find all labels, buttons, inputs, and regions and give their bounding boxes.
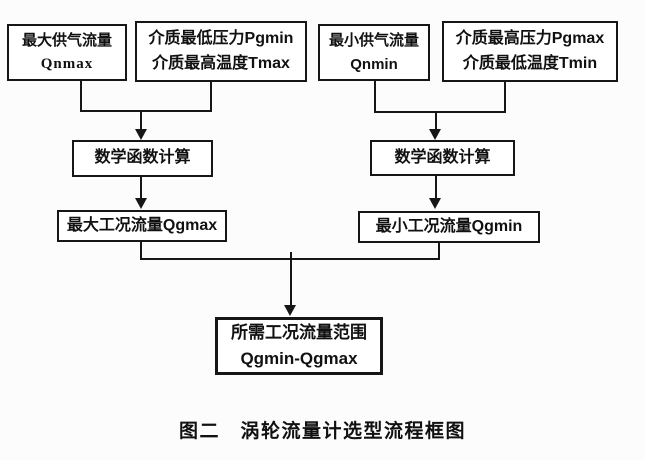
node-result-line2: Qgmin-Qgmax [240,349,358,368]
node-pgmax-tmin-line1: 介质最高压力Pgmax [455,29,605,47]
connector-left-merge-line [80,110,212,112]
node-qnmax-line1: 最大供气流量 [21,32,112,50]
node-qgmax: 最大工况流量Qgmax [57,210,227,242]
node-qnmax: 最大供气流量 Qnmax [7,24,127,81]
node-pgmin-tmax-line2: 介质最高温度Tmax [152,54,290,72]
node-pgmin-tmax-line1: 介质最低压力Pgmin [148,29,294,47]
connector-left-merge-arrow-shaft [140,112,142,130]
arrow-down-icon [429,129,441,140]
connector-right-merge-line [374,111,506,113]
node-result-line1: 所需工况流量范围 [231,322,367,342]
connector-qgmin-drop-line [438,243,440,260]
node-qgmin-label: 最小工况流量Qgmin [375,217,523,235]
connector-calc-left-arrow-shaft [140,177,142,198]
arrow-down-icon [135,129,147,140]
connector-pgmax-tmin-drop-line [504,82,506,113]
arrow-down-icon [284,305,296,316]
node-qnmin-line2: Qnmin [350,55,398,73]
connector-qnmin-drop-line [374,80,376,113]
node-result: 所需工况流量范围 Qgmin-Qgmax [215,317,383,375]
figure-caption: 图二 涡轮流量计选型流程框图 [178,421,466,442]
node-calc-left: 数学函数计算 [72,140,213,177]
connector-result-arrow-shaft [290,252,292,306]
node-qnmin: 最小供气流量 Qnmin [318,24,430,81]
node-qnmax-line2: Qnmax [40,55,94,72]
node-qnmin-line1: 最小供气流量 [328,32,419,50]
connector-pgmin-tmax-drop-line [210,82,212,112]
connector-right-merge-arrow-shaft [435,113,437,129]
node-qgmax-label: 最大工况流量Qgmax [66,216,218,234]
arrow-down-icon [135,198,147,209]
node-calc-right: 数学函数计算 [370,140,515,176]
connector-qgmax-drop-line [140,242,142,260]
connector-qnmax-drop-line [80,80,82,112]
connector-calc-right-arrow-shaft [435,176,437,198]
node-pgmax-tmin-line2: 介质最低温度Tmin [462,54,598,72]
node-pgmax-tmin: 介质最高压力Pgmax 介质最低温度Tmin [442,21,618,82]
node-qgmin: 最小工况流量Qgmin [358,211,540,243]
node-calc-right-label: 数学函数计算 [394,148,491,166]
arrow-down-icon [429,198,441,209]
node-pgmin-tmax: 介质最低压力Pgmin 介质最高温度Tmax [135,21,307,82]
node-calc-left-label: 数学函数计算 [94,149,191,167]
